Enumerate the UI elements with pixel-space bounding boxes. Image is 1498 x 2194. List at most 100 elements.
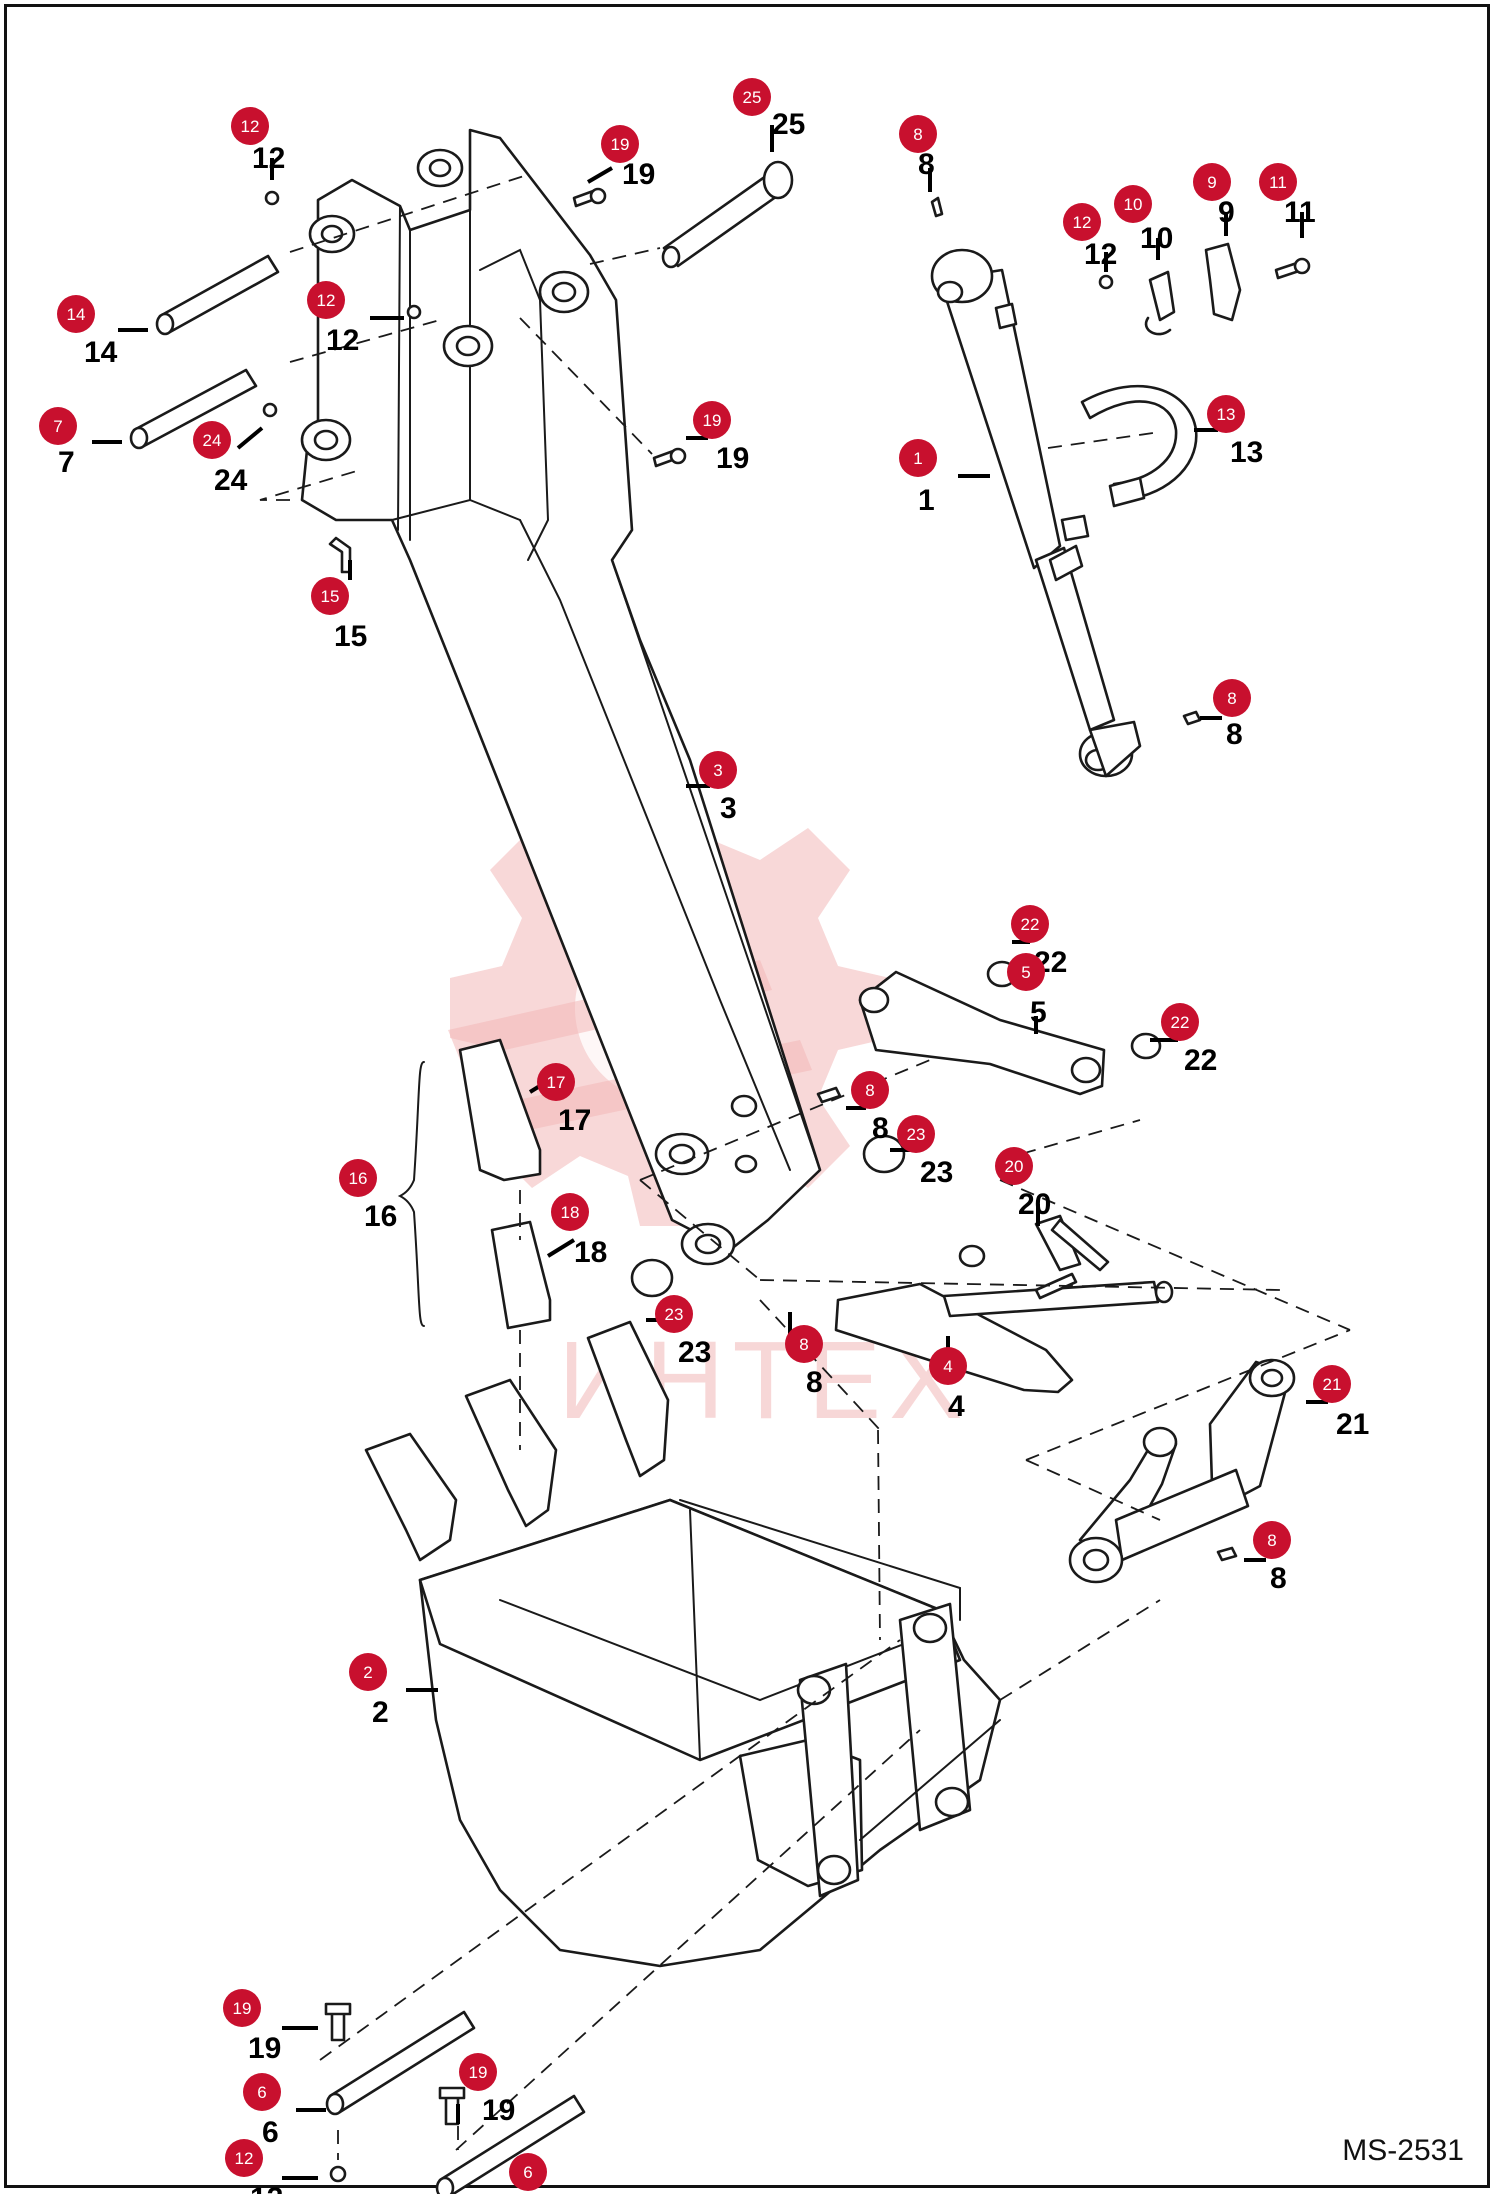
badge-number: 14	[67, 305, 86, 324]
callout-6: 66	[243, 2073, 326, 2149]
leader-line	[236, 426, 264, 450]
leader-line	[586, 166, 614, 184]
badge-circle	[995, 1147, 1033, 1185]
badge-number: 3	[713, 761, 722, 780]
callout-8: 88	[1200, 679, 1251, 751]
badge-number: 25	[743, 88, 762, 107]
badge-circle	[851, 1071, 889, 1109]
link-5	[630, 960, 1162, 1298]
badge-circle	[601, 125, 639, 163]
link-21	[1068, 1358, 1296, 1584]
part-number: 9	[1218, 196, 1235, 229]
part-number: 12	[252, 142, 285, 175]
part-number: 19	[622, 158, 655, 191]
part-number: 19	[482, 2094, 515, 2127]
badge-circle	[1161, 1003, 1199, 1041]
part-number: 3	[720, 792, 737, 825]
badge-number: 22	[1021, 915, 1040, 934]
badge-number: 23	[665, 1305, 684, 1324]
badge-circle	[655, 1295, 693, 1333]
part-number: 16	[364, 1200, 397, 1233]
badge-number: 4	[943, 1357, 952, 1376]
part-number: 1	[918, 484, 935, 517]
badge-number: 19	[703, 411, 722, 430]
part-number: 8	[806, 1366, 823, 1399]
badge-circle	[1213, 679, 1251, 717]
badge-circle	[899, 439, 937, 477]
badge-number: 8	[1267, 1531, 1276, 1550]
part-number: 22	[1184, 1044, 1217, 1077]
badge-number: 2	[363, 1663, 372, 1682]
bucket-teeth-17-18	[397, 1038, 552, 1330]
callout-2: 22	[349, 1653, 438, 1729]
part-number: 6	[262, 2116, 279, 2149]
part-number: 12	[326, 324, 359, 357]
badge-circle	[699, 751, 737, 789]
badge-number: 22	[1171, 1013, 1190, 1032]
badge-circle	[1253, 1521, 1291, 1559]
badge-number: 11	[1269, 173, 1287, 192]
part-number: 25	[772, 108, 805, 141]
pin-6-upper	[324, 2002, 476, 2183]
badge-circle	[1063, 203, 1101, 241]
badge-number: 15	[321, 587, 340, 606]
part-number: 24	[214, 464, 248, 497]
part-number: 19	[716, 442, 749, 475]
callout-7: 77	[39, 407, 122, 479]
badge-number: 19	[611, 135, 630, 154]
callout-8: 88	[899, 115, 937, 192]
badge-number: 18	[561, 1203, 580, 1222]
arm-pivot-bosses	[300, 148, 758, 1266]
part-number: 12	[1084, 238, 1117, 271]
part-number: 23	[678, 1336, 711, 1369]
badge-circle	[537, 1063, 575, 1101]
badge-circle	[231, 107, 269, 145]
badge-number: 7	[53, 417, 62, 436]
callout-22: 22 22	[1150, 1003, 1217, 1077]
badge-number: 8	[799, 1335, 808, 1354]
callout-8: 88	[846, 1071, 889, 1145]
badge-circle	[1259, 163, 1297, 201]
part-number: 8	[1226, 718, 1243, 751]
dipper-arm	[300, 128, 822, 1252]
hose-guard-strap	[1080, 384, 1198, 508]
callout-8: 88	[1244, 1521, 1291, 1595]
badge-number: 12	[241, 117, 260, 136]
badge-circle	[339, 1159, 377, 1197]
part-number: 11	[1284, 196, 1316, 229]
badge-number: 8	[913, 125, 922, 144]
badge-circle	[39, 407, 77, 445]
badge-number: 6	[523, 2163, 532, 2182]
pin-25	[661, 160, 794, 269]
badge-circle	[899, 115, 937, 153]
badge-number: 1	[913, 449, 922, 468]
clamp-parts-9-10-11	[1098, 242, 1311, 336]
badge-circle	[929, 1347, 967, 1385]
leader-line	[546, 1238, 576, 1258]
part-number: 7	[58, 446, 75, 479]
badge-number: 19	[469, 2063, 488, 2082]
link-4	[834, 1214, 1174, 1394]
badge-number: 20	[1005, 1157, 1024, 1176]
badge-circle	[1207, 395, 1245, 433]
badge-circle	[551, 1193, 589, 1231]
badge-circle	[193, 421, 231, 459]
part-number: 8	[1270, 1562, 1287, 1595]
part-number: 4	[948, 1390, 965, 1423]
assembly-lines	[259, 173, 1351, 2160]
badge-number: 19	[233, 1999, 252, 2018]
badge-circle	[57, 295, 95, 333]
callout-1: 11	[899, 439, 990, 517]
badge-number: 10	[1124, 195, 1143, 214]
